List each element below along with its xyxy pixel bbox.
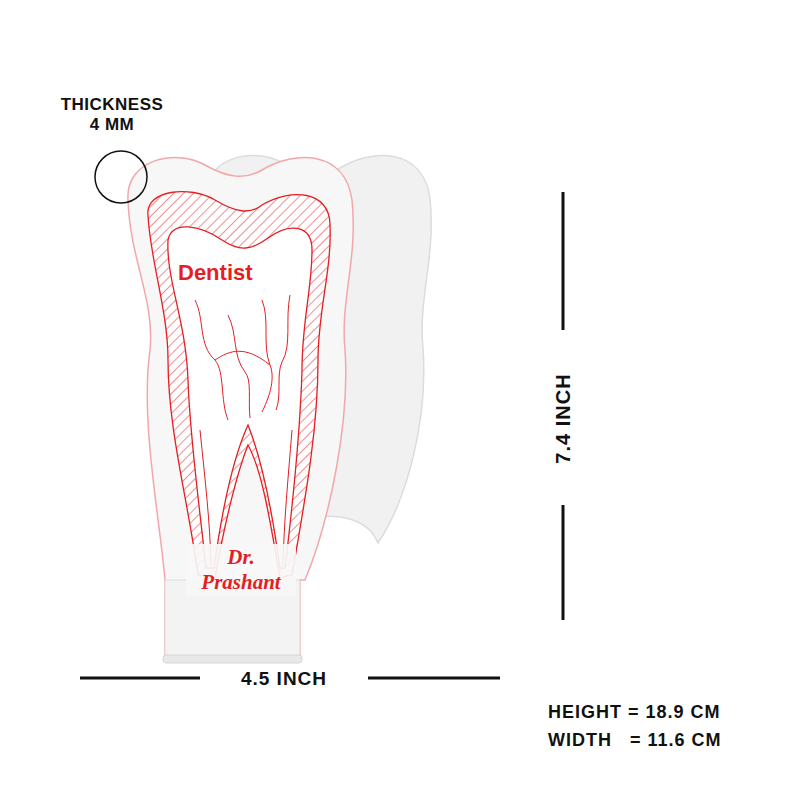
dentin <box>148 192 330 578</box>
thickness-label: THICKNESS 4 MM <box>56 95 168 135</box>
name-text: Dr. Prashant <box>186 544 296 596</box>
dimension-label: 4.5 INCH <box>241 668 327 690</box>
dimension-line <box>562 505 565 620</box>
dimension-line <box>562 192 565 330</box>
dimension-label: 7.4 INCH <box>552 373 575 463</box>
tooth-plate: DentistDr. Prashant <box>128 150 353 660</box>
front-plate <box>128 158 353 662</box>
size-note: WIDTH = 11.6 CM <box>548 730 722 751</box>
pulp <box>168 227 312 568</box>
thickness-circle <box>95 151 147 203</box>
base-edge <box>163 655 302 663</box>
size-note: HEIGHT = 18.9 CM <box>548 702 721 723</box>
title-text: Dentist <box>178 260 253 286</box>
nerves <box>195 295 292 566</box>
dimension-line <box>80 677 200 680</box>
dimension-line <box>368 677 500 680</box>
